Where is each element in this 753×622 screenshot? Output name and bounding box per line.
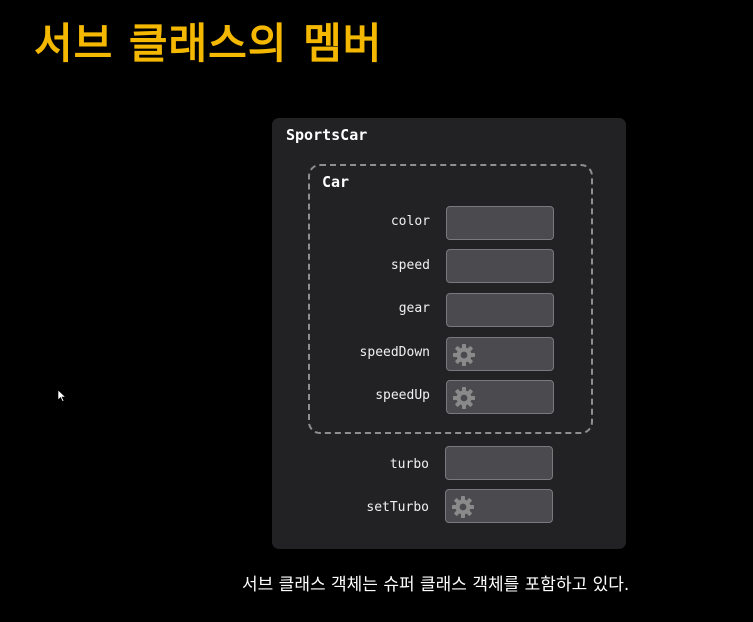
member-label-speed: speed	[390, 258, 430, 273]
member-label-color: color	[390, 214, 430, 229]
sportscar-class-name: SportsCar	[286, 126, 368, 144]
member-slot-speedup	[446, 380, 554, 414]
gear-icon	[453, 387, 475, 409]
diagram-caption: 서브 클래스 객체는 슈퍼 클래스 객체를 포함하고 있다.	[242, 575, 630, 595]
member-label-turbo: turbo	[389, 457, 429, 472]
member-slot-gear	[446, 293, 554, 327]
car-class-name: Car	[322, 173, 350, 191]
member-label-speeddown: speedDown	[359, 345, 430, 360]
sportscar-class-panel: SportsCar Car color speed gear speedDown	[272, 118, 626, 549]
member-label-setturbo: setTurbo	[366, 500, 429, 515]
gear-icon	[452, 496, 474, 518]
member-label-gear: gear	[398, 301, 430, 316]
slide-title: 서브 클래스의 멤버	[34, 19, 383, 68]
member-slot-speeddown	[446, 337, 554, 371]
car-superclass-frame: Car color speed gear speedDown	[308, 164, 593, 434]
member-slot-turbo	[445, 446, 553, 480]
gear-icon	[453, 344, 475, 366]
member-slot-color	[446, 206, 554, 240]
member-label-speedup: speedUp	[375, 388, 430, 403]
mouse-cursor-icon	[58, 390, 66, 402]
member-slot-setturbo	[445, 489, 553, 523]
member-slot-speed	[446, 249, 554, 283]
